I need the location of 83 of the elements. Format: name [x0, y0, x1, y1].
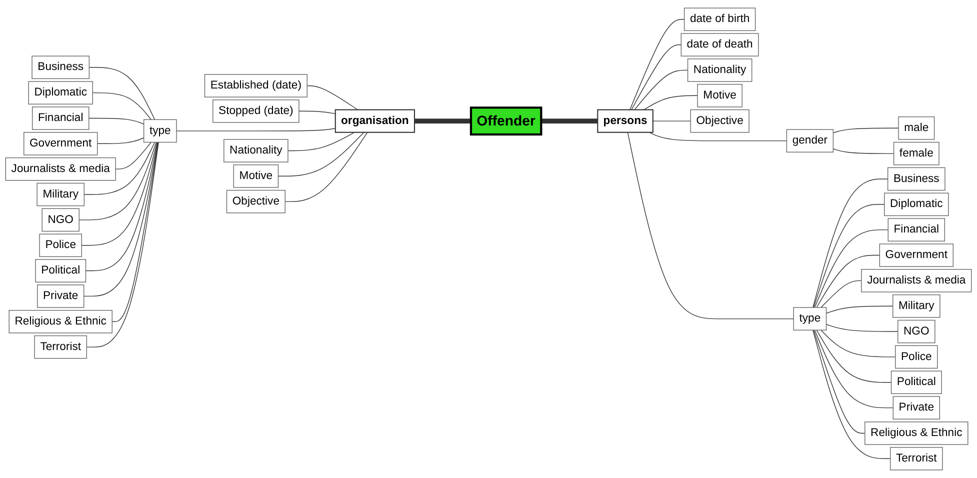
connector [541, 118, 598, 124]
connector [86, 142, 159, 348]
connector [813, 330, 866, 434]
node-box: Stopped (date) [212, 100, 300, 123]
connector [78, 142, 157, 220]
node-box: date of death [680, 33, 759, 56]
connector [83, 142, 158, 297]
node-box: Private [37, 284, 84, 308]
node-box: Business [32, 56, 90, 80]
node-box: male [898, 116, 935, 140]
connector [92, 92, 152, 120]
node-box: female [893, 142, 940, 166]
connector [88, 118, 144, 124]
connector [288, 132, 355, 152]
connector [115, 142, 152, 170]
connector [643, 95, 698, 110]
node-box: Journalists & media [5, 157, 116, 181]
connector [176, 128, 336, 132]
node-box: Government [24, 132, 98, 156]
connector [816, 330, 892, 383]
node-box: Political [890, 370, 942, 394]
connector [814, 330, 894, 408]
connector [278, 132, 364, 176]
node-box: Government [879, 244, 954, 267]
node-box: organisation [334, 109, 415, 133]
node-box: gender [786, 129, 834, 152]
node-box: Motive [233, 164, 279, 188]
node-box: Business [887, 167, 946, 191]
connector [648, 132, 788, 142]
node-box: Journalists & media [861, 269, 972, 292]
connector [414, 118, 472, 124]
node-box: NGO [898, 320, 936, 344]
node-box: Police [39, 234, 82, 257]
connector [814, 229, 888, 308]
node-box: Religious & Ethnic [8, 310, 112, 334]
node-box: Financial [888, 218, 945, 242]
connector [820, 330, 896, 358]
node-box: date of birth [684, 8, 756, 31]
node-box: Objective [226, 190, 286, 214]
node-box: type [143, 119, 177, 143]
node-box: NGO [42, 208, 80, 232]
node-box: persons [597, 109, 654, 133]
node-box: Nationality [224, 139, 288, 162]
node-box: type [793, 307, 827, 330]
node-box: Financial [32, 106, 90, 130]
connector [652, 120, 691, 122]
connector [630, 19, 685, 110]
connector [832, 128, 899, 134]
connector [826, 306, 894, 314]
node-box: Military [36, 182, 84, 206]
node-box: Police [895, 345, 938, 369]
connector [298, 110, 336, 114]
node-box: Diplomatic [884, 192, 949, 216]
node-box: Offender [470, 106, 542, 136]
connector [84, 142, 156, 195]
node-box: Religious & Ethnic [864, 422, 968, 445]
node-box: Nationality [687, 58, 752, 82]
connector [816, 254, 880, 308]
connector [820, 280, 862, 308]
connector [284, 132, 368, 202]
node-box: Motive [697, 84, 742, 108]
connector [812, 178, 888, 308]
node-box: Objective [690, 109, 750, 133]
node-box: Military [892, 294, 940, 318]
connector [634, 70, 688, 110]
connector [306, 85, 358, 110]
node-box: Private [892, 396, 940, 420]
node-box: Terrorist [34, 335, 88, 359]
connector [631, 44, 682, 110]
connector [832, 148, 894, 154]
node-box: Political [35, 259, 86, 282]
node-box: Terrorist [890, 447, 943, 470]
connector [627, 132, 794, 320]
connector [813, 204, 885, 308]
connector [85, 142, 158, 272]
connector [112, 142, 159, 322]
connector [812, 330, 891, 459]
connector [826, 324, 898, 332]
node-box: Diplomatic [28, 81, 93, 104]
connector [97, 137, 144, 144]
connector [88, 67, 156, 120]
node-box: Established (date) [204, 74, 308, 98]
connector [81, 142, 158, 246]
